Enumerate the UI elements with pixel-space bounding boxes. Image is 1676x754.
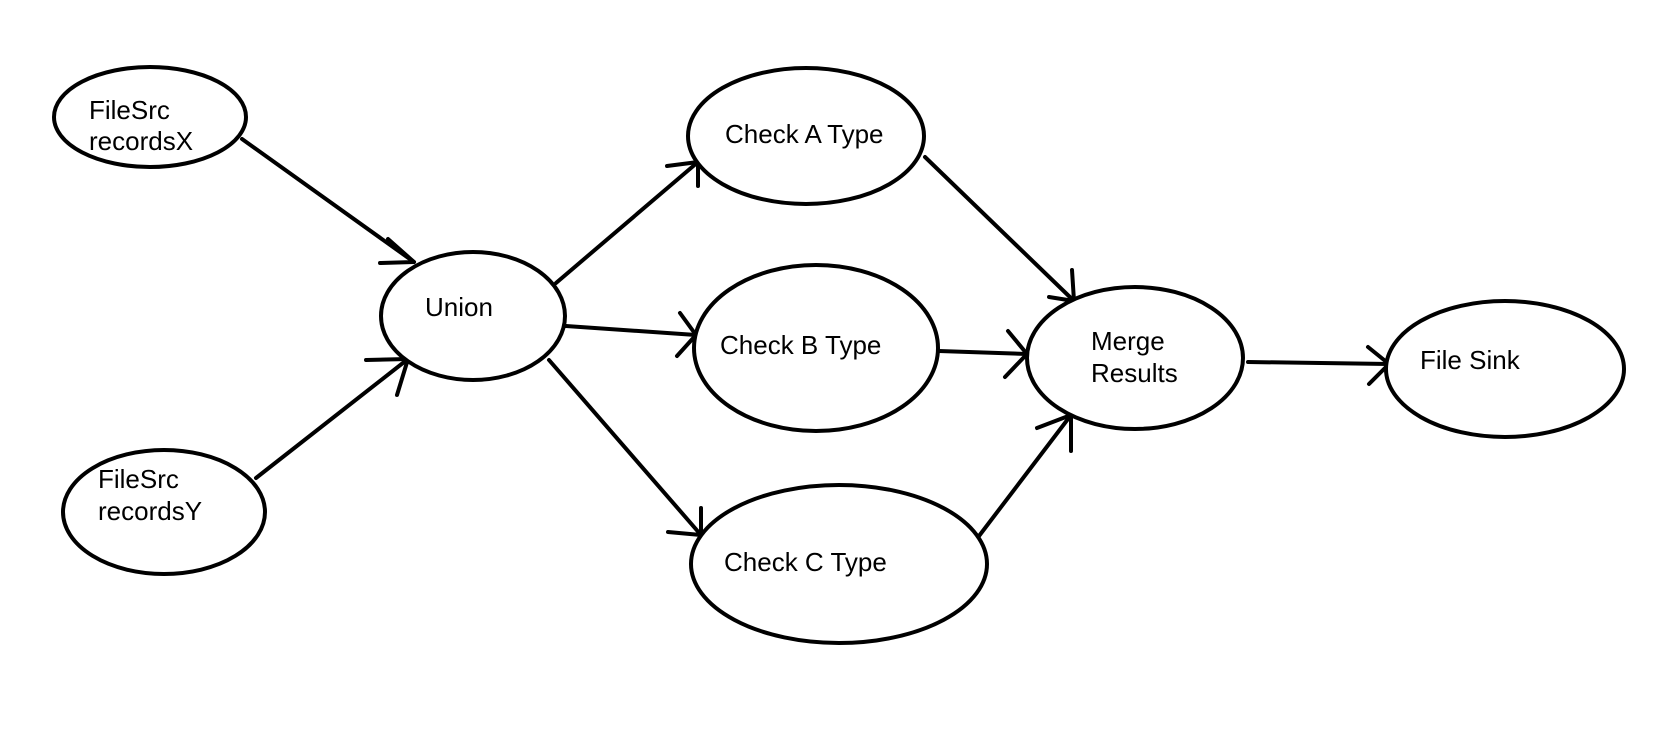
- node-label-line: Merge: [1091, 326, 1165, 356]
- node-label-line: recordsY: [98, 496, 202, 526]
- svg-text:Check B Type: Check B Type: [720, 330, 881, 360]
- node-merge-results: Merge Results: [1025, 285, 1245, 431]
- arrowhead-icon: [378, 237, 416, 265]
- node-label-line: recordsX: [89, 126, 193, 156]
- node-label: Check B Type: [720, 330, 881, 360]
- svg-text:Merge Results: Merge Results: [1091, 326, 1178, 388]
- node-filesrc-records-x: FileSrc recordsX: [52, 65, 248, 169]
- node-check-b-type: Check B Type: [692, 263, 940, 433]
- node-label: Check C Type: [724, 547, 887, 577]
- node-file-sink: File Sink: [1384, 299, 1626, 439]
- svg-text:Check C Type: Check C Type: [724, 547, 887, 577]
- node-label: Check A Type: [725, 119, 884, 149]
- node-label-line: FileSrc: [89, 95, 170, 125]
- svg-text:Check A Type: Check A Type: [725, 119, 884, 149]
- node-label-line: FileSrc: [98, 464, 179, 494]
- node-check-c-type: Check C Type: [689, 483, 989, 645]
- node-label-line: Results: [1091, 358, 1178, 388]
- node-filesrc-records-y: FileSrc recordsY: [61, 448, 267, 576]
- svg-text:FileSrc recordsY: FileSrc recordsY: [98, 464, 202, 526]
- svg-text:FileSrc recordsX: FileSrc recordsX: [89, 95, 193, 156]
- node-union: Union: [379, 250, 567, 382]
- node-label: File Sink: [1420, 345, 1521, 375]
- node-label: Union: [425, 292, 493, 322]
- svg-text:File Sink: File Sink: [1420, 345, 1521, 375]
- node-check-a-type: Check A Type: [686, 66, 926, 206]
- edge-filesrc-x-to-union: [240, 137, 416, 265]
- svg-text:Union: Union: [425, 292, 493, 322]
